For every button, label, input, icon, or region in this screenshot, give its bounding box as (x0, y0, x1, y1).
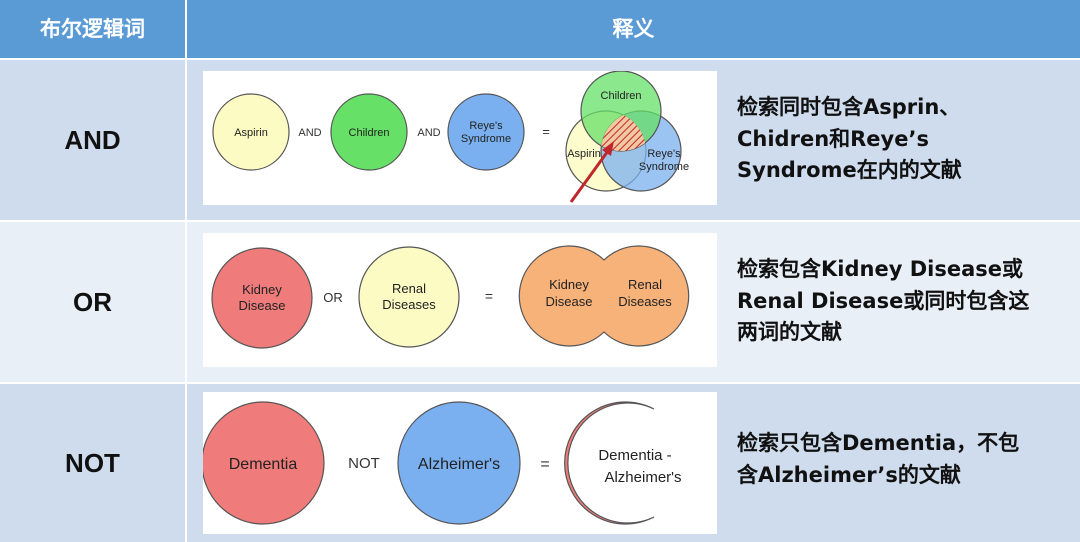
and-desc-line: Syndrome在内的文献 (737, 158, 962, 182)
or-diagram-panel: Kidney Disease OR Renal Diseases = Kidne… (203, 233, 717, 367)
venn-aspirin-label: Aspirin (567, 148, 601, 160)
or-description: 检索包含Kidney Disease或 Renal Disease或同时包含这 … (737, 254, 1072, 349)
operator-and: AND (64, 124, 121, 155)
or-desc-line: 两词的文献 (737, 320, 842, 344)
reyes-circle (447, 93, 525, 171)
table-header: 布尔逻辑词 释义 (0, 0, 1080, 58)
result-line1: Dementia - (598, 447, 671, 464)
and-operator-2: AND (417, 127, 440, 139)
union-kidney-line2: Disease (546, 294, 593, 309)
children-circle (330, 93, 408, 171)
not-equals: = (540, 456, 549, 473)
column-divider (185, 384, 187, 542)
venn-reyes-label-line2: Syndrome (639, 161, 689, 173)
operator-not: NOT (65, 447, 120, 478)
operator-or: OR (73, 286, 112, 317)
and-description: 检索同时包含Asprin、 Chidren和Reye’s Syndrome在内的… (737, 92, 1072, 187)
not-desc-line: 检索只包含Dementia，不包 (737, 431, 1020, 455)
header-divider (185, 0, 187, 58)
renal-label-line1: Renal (392, 281, 426, 296)
children-label: Children (349, 127, 390, 139)
or-desc-line: 检索包含Kidney Disease或 (737, 257, 1023, 281)
venn-reyes-label-line1: Reye's (647, 148, 681, 160)
and-operator-1: AND (298, 127, 321, 139)
and-desc-line: Chidren和Reye’s (737, 126, 929, 151)
column-divider (185, 222, 187, 382)
reyes-label-line1: Reye's (469, 120, 503, 132)
not-operator: NOT (348, 455, 380, 472)
or-diagram: Kidney Disease OR Renal Diseases = Kidne… (211, 245, 690, 349)
not-description: 检索只包含Dementia，不包 含Alzheimer’s的文献 (737, 428, 1072, 491)
column-divider (185, 60, 187, 220)
header-boolean-word: 布尔逻辑词 (40, 17, 145, 41)
header-meaning: 释义 (612, 17, 655, 41)
intersection-arrow (569, 150, 610, 203)
and-diagram-panel: Aspirin AND Children AND Reye's Syndrome… (203, 71, 717, 205)
not-diagram-panel: Dementia NOT Alzheimer's = Dementia - Al… (203, 392, 717, 534)
difference-crescent (564, 401, 655, 525)
intersection-arrow-head (602, 141, 614, 156)
union-kidney-line1: Kidney (549, 277, 589, 292)
or-desc-line: Renal Disease或同时包含这 (737, 288, 1030, 313)
result-line2: Alzheimer's (604, 469, 681, 486)
not-diagram: Dementia NOT Alzheimer's = Dementia - Al… (203, 401, 682, 525)
aspirin-circle (212, 93, 290, 171)
venn-children-label: Children (601, 90, 642, 102)
venn-intersection (601, 111, 646, 151)
table-row-and: AND Aspirin AND Children AND (0, 60, 1080, 220)
union-renal-line2: Diseases (618, 294, 672, 309)
union-left-circle (519, 246, 619, 346)
alzheimers-label: Alzheimer's (418, 456, 500, 473)
union-renal-line1: Renal (628, 277, 662, 292)
not-desc-line: 含Alzheimer’s的文献 (737, 462, 961, 487)
table-row-not: NOT Dementia NOT Alzheimer's = Dementia … (0, 384, 1080, 542)
or-operator: OR (323, 290, 343, 305)
and-diagram: Aspirin AND Children AND Reye's Syndrome… (212, 71, 689, 203)
aspirin-label: Aspirin (234, 127, 268, 139)
dementia-label: Dementia (229, 456, 298, 473)
and-equals: = (542, 124, 550, 139)
reyes-label-line2: Syndrome (461, 133, 511, 145)
union-right-circle (589, 246, 689, 346)
alzheimers-circle (397, 401, 521, 525)
and-desc-line: 检索同时包含Asprin、 (737, 95, 961, 119)
table-row-or: OR Kidney Disease OR Renal Diseases = Ki… (0, 222, 1080, 382)
kidney-label-line2: Disease (239, 298, 286, 313)
renal-diseases-circle (358, 246, 460, 348)
or-equals: = (485, 288, 493, 304)
dementia-circle (203, 401, 325, 525)
renal-label-line2: Diseases (382, 297, 436, 312)
kidney-label-line1: Kidney (242, 282, 282, 297)
kidney-disease-circle (211, 247, 313, 349)
union-outline (518, 245, 690, 347)
